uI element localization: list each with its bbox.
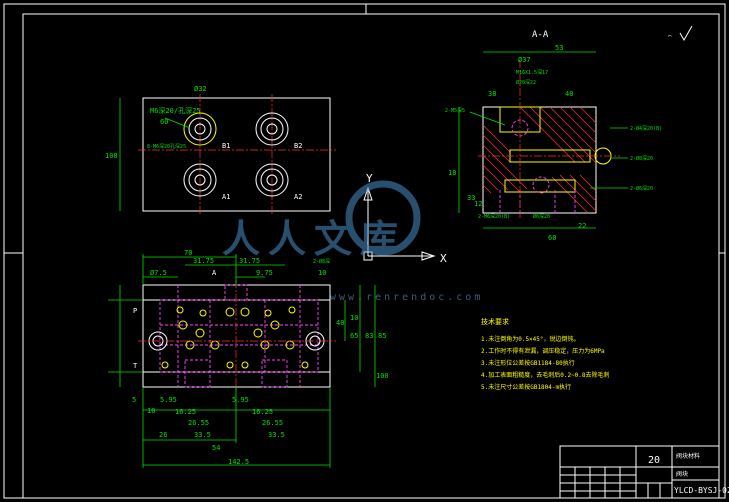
- dim-31-75-right: 31.75: [239, 257, 260, 265]
- svg-text:⌒: ⌒: [668, 33, 672, 40]
- watermark: 人人文库 www.renrendoc.com: [222, 180, 483, 303]
- title-block: 20 阀块材料 阀块 YLCD-BYSJ-02: [559, 445, 729, 499]
- label-a1: A1: [222, 193, 230, 201]
- dim-142-5: 142.5: [228, 458, 249, 466]
- dim-2-dia-4: 2-Ø4深20(B): [630, 125, 662, 132]
- dim-31-75-left: 31.75: [193, 257, 214, 265]
- dim-9-75: 9.75: [256, 269, 273, 277]
- dim-60: 60: [160, 118, 168, 126]
- top-view: B1 B2 A1 A2 108 M6深20/孔深25 Ø32 8-M6深20孔深…: [105, 85, 336, 215]
- port-hole-a1: [183, 163, 217, 197]
- roughness-symbol: ⌒: [668, 25, 693, 42]
- dim-10-bottom: 10: [147, 407, 155, 415]
- dim-12: 12: [474, 200, 482, 208]
- dim-54: 54: [212, 444, 220, 452]
- tech-req-item-5: 5.未注尺寸公差按GB1804-m执行: [481, 383, 571, 391]
- port-hole-b1: [183, 112, 217, 146]
- dim-2-dia-6: 2-Ø6深20: [630, 185, 653, 192]
- title-block-part-title: 阀块材料: [676, 452, 700, 460]
- tech-req-item-2: 2.工作时不得有泄漏，调压稳定，压力为6MPa: [481, 347, 605, 355]
- tech-requirements: 技术要求 1.未注倒角为0.5×45°，锐边倒钝。 2.工作时不得有泄漏，调压稳…: [481, 317, 610, 391]
- dim-26-55-right: 26.55: [262, 419, 283, 427]
- watermark-url: www.renrendoc.com: [330, 292, 483, 303]
- dim-5-95-left: 5.95: [160, 396, 177, 404]
- port-label-t: T: [133, 362, 138, 370]
- section-title: A-A: [532, 30, 549, 40]
- dim-5-95-right: 5.95: [232, 396, 249, 404]
- tech-req-item-4: 4.加工表面粗糙度，去毛刺后0.2~0.8去除毛刺: [481, 371, 610, 379]
- tech-req-item-3: 3.未注形位公差按GB1184-80执行: [481, 359, 575, 367]
- dim-2-dia-8-top: 2-Ø8深: [313, 258, 330, 265]
- tech-req-item-1: 1.未注倒角为0.5×45°，锐边倒钝。: [481, 335, 580, 343]
- label-b2: B2: [294, 142, 302, 150]
- label-b1: B1: [222, 142, 230, 150]
- dim-dia-7-5: Ø7.5: [150, 269, 167, 277]
- axis-x-label: X: [440, 252, 447, 265]
- label-a2: A2: [294, 193, 302, 201]
- dim-10-top: 10: [318, 269, 326, 277]
- dim-33: 33: [467, 194, 475, 202]
- dim-53: 53: [555, 44, 563, 52]
- dim-m16: M16X1.5深17: [516, 69, 548, 76]
- axis-y-label: Y: [366, 172, 373, 185]
- dim-33-5-left: 33.5: [194, 431, 211, 439]
- dim-dia-6: Ø6深20: [533, 213, 550, 220]
- dim-26: 26: [159, 431, 167, 439]
- dim-65: 65: [350, 332, 358, 340]
- dim-100: 100: [376, 372, 389, 380]
- dim-height-108: 108: [105, 152, 118, 160]
- dim-33-5-right: 33.5: [268, 431, 285, 439]
- dim-85: 85: [378, 332, 386, 340]
- section-view: A-A: [445, 30, 662, 242]
- dim-16-25-left: 16.25: [175, 408, 196, 416]
- dim-83: 83: [365, 332, 373, 340]
- tech-req-title: 技术要求: [481, 317, 509, 326]
- port-label-p: P: [133, 307, 137, 315]
- dim-5-bottom: 5: [132, 396, 136, 404]
- dim-40-right: 40: [336, 319, 344, 327]
- watermark-brand: 人人文库: [222, 217, 406, 261]
- dim-18: 18: [448, 169, 456, 177]
- dim-40: 40: [565, 90, 573, 98]
- dim-26-55-left: 26.55: [188, 419, 209, 427]
- dim-dia-20: Ø20深22: [516, 79, 536, 86]
- dim-m6-note: M6深20/孔深25: [150, 106, 201, 115]
- title-block-drawing-no: YLCD-BYSJ-02: [674, 486, 729, 495]
- dim-60-bottom: 60: [548, 234, 556, 242]
- dim-2-m6: 2-M6深20(B): [478, 213, 510, 220]
- title-block-name: 阀块: [676, 470, 688, 478]
- dim-70: 70: [184, 249, 192, 257]
- small-port-holes: [161, 306, 309, 369]
- dim-10-right: 10: [350, 314, 358, 322]
- dim-dia-37: Ø37: [518, 56, 531, 64]
- section-hatching: [482, 106, 597, 214]
- drawing-frame: [3, 3, 726, 499]
- dim-38: 38: [488, 90, 496, 98]
- port-hole-b2: [255, 112, 289, 146]
- title-block-scale: 20: [648, 455, 660, 466]
- dim-dia-32: Ø32: [194, 85, 207, 93]
- dim-22: 22: [578, 222, 586, 230]
- front-view: 70 31.75 31.75 Ø7.5 9.75 A 2-Ø8深 10 P T …: [108, 249, 389, 468]
- port-hole-a2: [255, 163, 289, 197]
- dim-2-m5: 2-M5深5: [445, 107, 465, 114]
- dim-16-25-right: 16.25: [252, 408, 273, 416]
- dim-8-m6-note: 8-M6深20孔深25: [147, 143, 186, 150]
- dim-2-dia-8: 2-Ø8深20: [630, 155, 653, 162]
- section-marker-a: A: [212, 269, 217, 277]
